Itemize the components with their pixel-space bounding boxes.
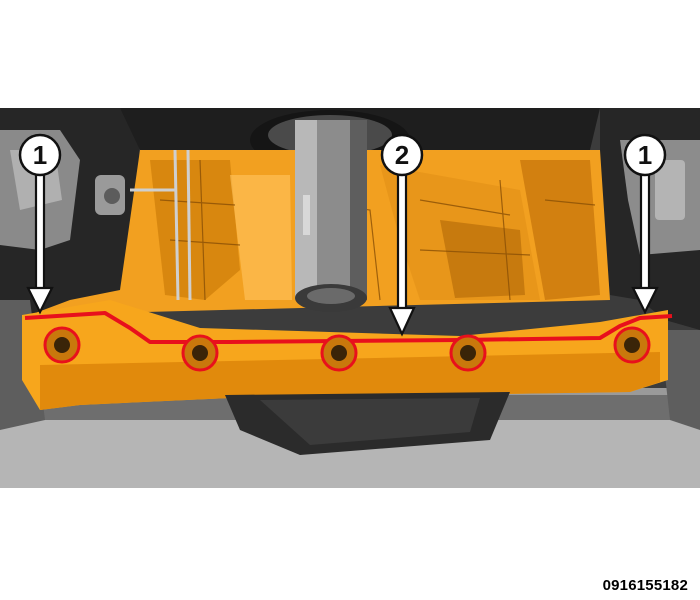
- figure-id-label: 0916155182: [602, 577, 688, 594]
- bolt-hole: [320, 334, 358, 372]
- bolt-hole: [43, 326, 81, 364]
- bolt-holes: [43, 326, 651, 372]
- callout-marker-1-right: 1: [623, 133, 667, 177]
- callout-marker-1-left: 1: [18, 133, 62, 177]
- callout-number: 1: [33, 140, 47, 170]
- callout-marker-2: 2: [380, 133, 424, 177]
- bolt-hole: [613, 326, 651, 364]
- callout-number: 2: [395, 140, 409, 170]
- bolt-hole: [181, 334, 219, 372]
- bolt-hole: [449, 334, 487, 372]
- callout-number: 1: [638, 140, 652, 170]
